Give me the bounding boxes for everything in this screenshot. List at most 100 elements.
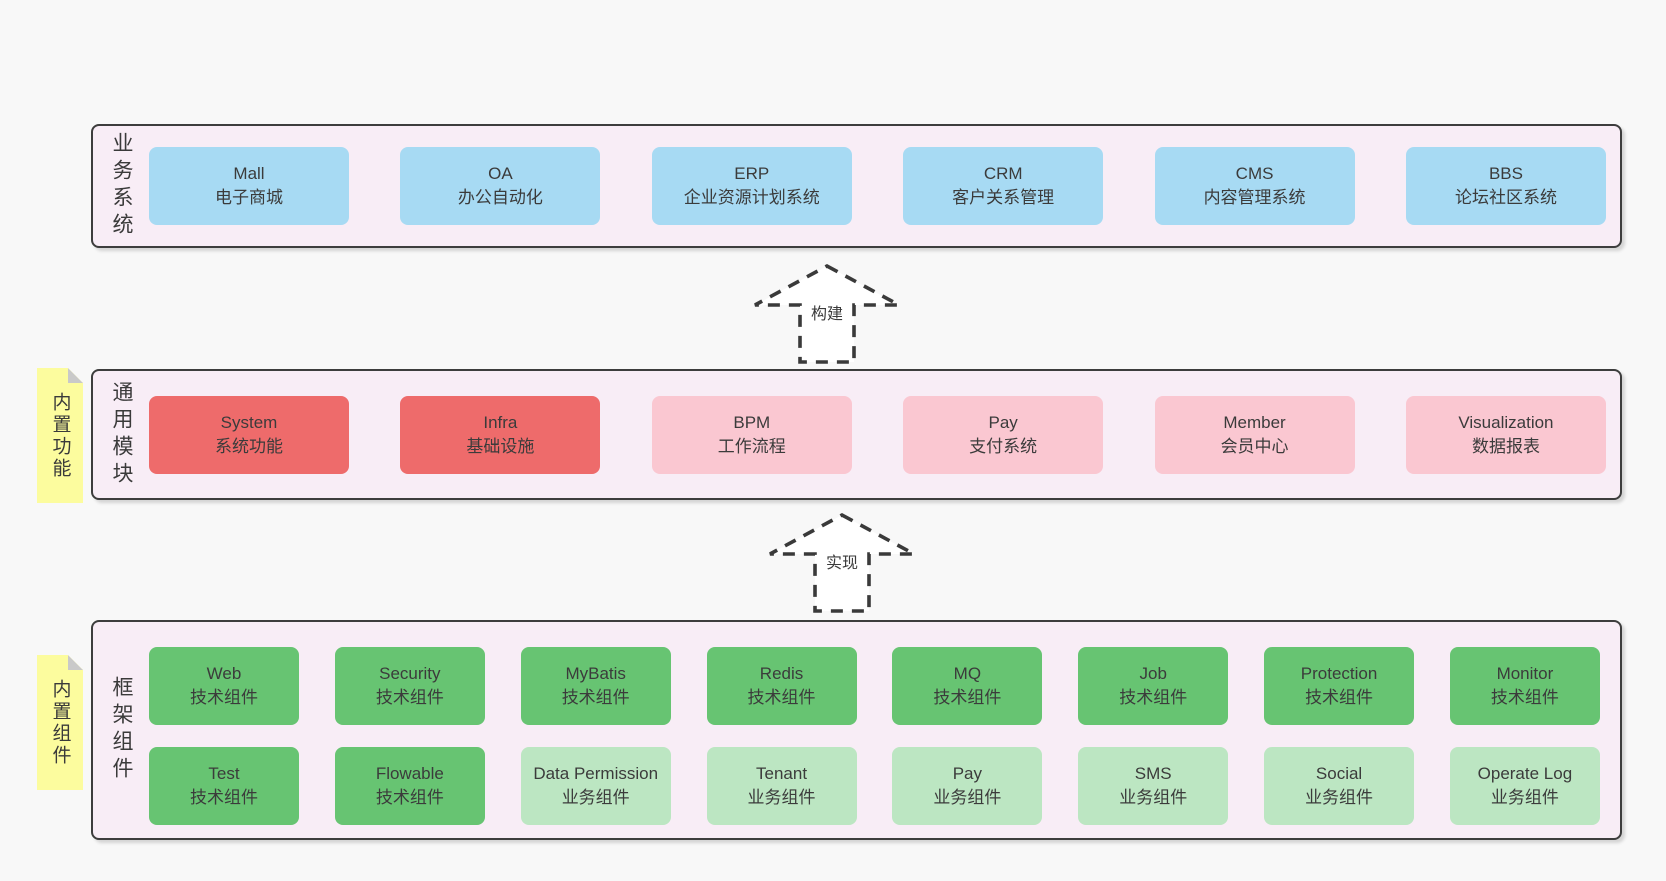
common-modules-row: System 系统功能 Infra 基础设施 BPM 工作流程 Pay 支付系统…	[149, 371, 1606, 498]
node-desc: 电子商城	[215, 188, 283, 207]
node-desc: 工作流程	[717, 436, 786, 456]
node-bbs: BBS 论坛社区系统	[1405, 147, 1606, 225]
business-systems-row: Mall 电子商城 OA 办公自动化 ERP 企业资源计划系统 CRM 客户关系…	[149, 126, 1606, 246]
node-desc: 技术组件	[375, 688, 444, 707]
build-arrow-label: 构建	[807, 300, 847, 324]
node-desc: 技术组件	[1119, 688, 1188, 707]
node-name: Member	[1223, 412, 1286, 432]
implement-arrow: 实现	[762, 507, 922, 619]
node-desc: 基础设施	[466, 436, 535, 456]
sticky-note-text: 内置功能	[49, 391, 71, 480]
node-desc: 会员中心	[1220, 436, 1289, 456]
sticky-note-builtin-components: 内置组件	[37, 655, 83, 790]
node-desc: 业务组件	[561, 788, 630, 807]
node-name: Pay	[952, 764, 983, 783]
framework-components-grid: Web 技术组件 Security 技术组件 MyBatis 技术组件 Redi…	[149, 647, 1600, 825]
node-desc: 业务组件	[747, 788, 816, 807]
node-mq: MQ 技术组件	[892, 647, 1043, 725]
business-systems-layer: 业务系统 Mall 电子商城 OA 办公自动化 ERP 企业资源计划系统 CRM…	[91, 124, 1622, 248]
node-monitor: Monitor 技术组件	[1449, 647, 1600, 725]
node-name: CRM	[983, 164, 1023, 183]
node-name: Pay	[988, 412, 1018, 432]
node-desc: 业务组件	[933, 788, 1002, 807]
node-desc: 业务组件	[1119, 788, 1188, 807]
node-name: Flowable	[375, 764, 444, 783]
node-name: MyBatis	[565, 664, 626, 683]
node-desc: 技术组件	[190, 688, 258, 707]
node-system: System 系统功能	[149, 395, 349, 474]
common-modules-layer: 通用模块 System 系统功能 Infra 基础设施 BPM 工作流程 Pay…	[91, 369, 1622, 500]
node-name: Tenant	[756, 764, 808, 783]
node-name: Infra	[483, 412, 518, 432]
node-desc: 内容管理系统	[1203, 188, 1306, 207]
node-desc: 支付系统	[969, 436, 1038, 456]
node-crm: CRM 客户关系管理	[903, 147, 1104, 225]
node-name: Mall	[233, 164, 265, 183]
node-name: ERP	[734, 164, 770, 183]
node-sms: SMS 业务组件	[1078, 747, 1229, 825]
node-desc: 系统功能	[215, 436, 283, 456]
node-infra: Infra 基础设施	[400, 395, 601, 474]
node-name: Operate Log	[1477, 764, 1573, 783]
node-bpm: BPM 工作流程	[651, 395, 852, 474]
node-visualization: Visualization 数据报表	[1405, 395, 1606, 474]
node-desc: 技术组件	[1490, 688, 1559, 707]
framework-components-layer: 框架组件 Web 技术组件 Security 技术组件 MyBatis 技术组件…	[91, 620, 1622, 840]
node-flowable: Flowable 技术组件	[334, 747, 485, 825]
node-name: MQ	[953, 664, 982, 683]
node-tenant: Tenant 业务组件	[706, 747, 857, 825]
node-desc: 办公自动化	[457, 188, 543, 207]
node-desc: 技术组件	[561, 688, 630, 707]
node-desc: 企业资源计划系统	[683, 188, 820, 207]
node-name: Security	[379, 664, 441, 683]
folded-corner-icon	[68, 655, 83, 670]
node-security: Security 技术组件	[334, 647, 485, 725]
node-desc: 技术组件	[190, 788, 258, 807]
node-desc: 技术组件	[933, 688, 1002, 707]
sticky-note-text: 内置组件	[49, 678, 71, 767]
node-desc: 技术组件	[747, 688, 816, 707]
node-name: Visualization	[1458, 412, 1554, 432]
node-name: SMS	[1134, 764, 1172, 783]
node-name: Monitor	[1496, 664, 1554, 683]
node-pay-component: Pay 业务组件	[892, 747, 1043, 825]
node-name: System	[220, 412, 278, 432]
node-erp: ERP 企业资源计划系统	[651, 147, 852, 225]
node-web: Web 技术组件	[149, 647, 299, 725]
node-pay-module: Pay 支付系统	[903, 395, 1104, 474]
node-protection: Protection 技术组件	[1264, 647, 1415, 725]
node-desc: 论坛社区系统	[1454, 188, 1557, 207]
implement-arrow-label: 实现	[822, 549, 862, 573]
node-name: BPM	[733, 412, 771, 432]
node-social: Social 业务组件	[1264, 747, 1415, 825]
node-desc: 业务组件	[1490, 788, 1559, 807]
build-arrow: 构建	[747, 258, 907, 370]
node-cms: CMS 内容管理系统	[1154, 147, 1355, 225]
node-name: OA	[488, 164, 513, 183]
node-test: Test 技术组件	[149, 747, 299, 825]
layer-label-modules: 通用模块	[110, 380, 133, 489]
node-name: BBS	[1488, 164, 1523, 183]
node-name: Job	[1139, 664, 1167, 683]
node-operate-log: Operate Log 业务组件	[1449, 747, 1600, 825]
node-desc: 业务组件	[1305, 788, 1374, 807]
node-name: CMS	[1235, 164, 1274, 183]
node-mall: Mall 电子商城	[149, 147, 349, 225]
node-data-permission: Data Permission 业务组件	[520, 747, 671, 825]
node-name: Social	[1315, 764, 1363, 783]
node-oa: OA 办公自动化	[400, 147, 601, 225]
sticky-note-builtin-functions: 内置功能	[37, 368, 83, 503]
node-member: Member 会员中心	[1154, 395, 1355, 474]
node-name: Redis	[759, 664, 804, 683]
node-name: Protection	[1300, 664, 1378, 683]
node-job: Job 技术组件	[1078, 647, 1229, 725]
layer-label-business: 业务系统	[110, 132, 133, 240]
node-desc: 技术组件	[375, 788, 444, 807]
node-mybatis: MyBatis 技术组件	[520, 647, 671, 725]
node-name: Data Permission	[533, 764, 659, 783]
node-name: Test	[208, 764, 240, 783]
node-redis: Redis 技术组件	[706, 647, 857, 725]
node-desc: 技术组件	[1305, 688, 1374, 707]
layer-label-components: 框架组件	[110, 676, 133, 784]
node-name: Web	[206, 664, 242, 683]
